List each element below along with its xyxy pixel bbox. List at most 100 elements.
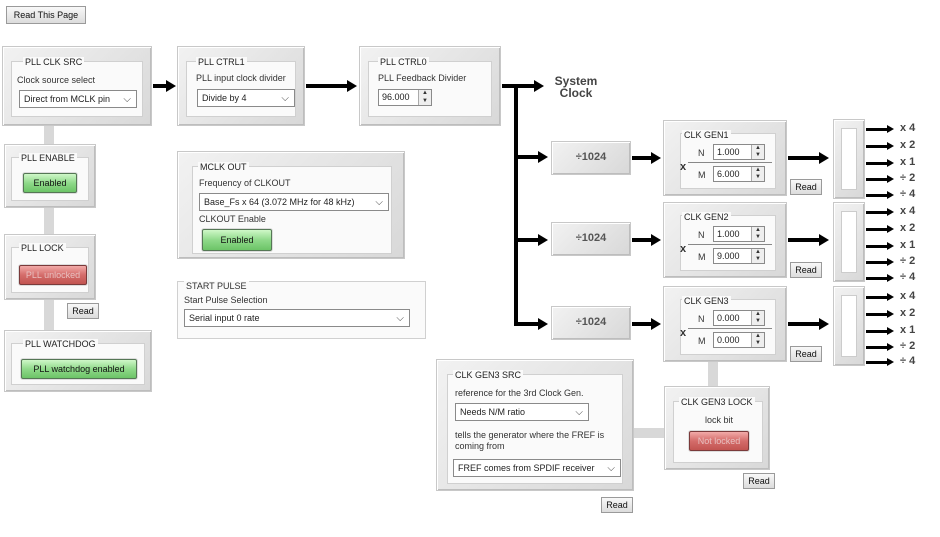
clk-gen1-panel: CLK GEN1 x N 1.000 ▲▼ M 6.000 ▲▼: [663, 120, 787, 196]
clk-gen3-m-stepper[interactable]: 0.000 ▲▼: [713, 332, 765, 348]
m-label: M: [698, 252, 706, 262]
connector: [44, 300, 54, 330]
output-div2: ÷ 2: [900, 340, 916, 352]
clkout-enable-indicator[interactable]: Enabled: [202, 229, 272, 251]
start-pulse-value: Serial input 0 rate: [189, 313, 260, 323]
chevron-down-icon: ⌵: [607, 463, 615, 474]
divider-label: ÷1024: [575, 316, 607, 328]
fref-source-select[interactable]: FREF comes from SPDIF receiver ⌵: [453, 459, 621, 477]
clock-source-label: Clock source select: [17, 75, 96, 85]
m-value: 6.000: [717, 169, 740, 179]
output-block-2: [833, 202, 865, 282]
arrow-right-icon: [866, 358, 894, 366]
divider-label: ÷1024: [575, 151, 607, 163]
output-x1: x 1: [900, 239, 916, 251]
clkout-frequency-label: Frequency of CLKOUT: [199, 178, 291, 188]
m-value: 0.000: [717, 335, 740, 345]
divider-1024-1: ÷1024: [551, 141, 631, 175]
pll-lock-indicator: PLL unlocked: [19, 265, 87, 285]
pll-feedback-divider-label: PLL Feedback Divider: [378, 73, 467, 83]
output-x4: x 4: [900, 290, 916, 302]
fraction-line: [688, 244, 772, 245]
start-pulse-title: START PULSE: [184, 281, 249, 291]
spin-up-icon[interactable]: ▲: [755, 167, 761, 173]
system-clock-label: System Clock: [552, 75, 600, 99]
clkout-frequency-select[interactable]: Base_Fs x 64 (3.072 MHz for 48 kHz)⌵: [199, 193, 389, 211]
spin-down-icon[interactable]: ▼: [422, 97, 428, 104]
output-div2: ÷ 2: [900, 255, 916, 267]
spin-down-icon[interactable]: ▼: [755, 256, 761, 262]
m-label: M: [698, 170, 706, 180]
clk-gen1-n-stepper[interactable]: 1.000 ▲▼: [713, 144, 765, 160]
arrow-right-icon: [866, 159, 894, 167]
arrow-right-icon: [866, 293, 894, 301]
arrow-right-icon: [866, 242, 894, 250]
spin-up-icon[interactable]: ▲: [422, 90, 428, 96]
clk-gen3-lock-indicator: Not locked: [689, 431, 749, 451]
output-x2: x 2: [900, 222, 916, 234]
arrow-right-icon: [538, 234, 548, 246]
n-value: 0.000: [717, 313, 740, 323]
arrow-right-icon: [166, 80, 176, 92]
fref-source-value: FREF comes from SPDIF receiver: [458, 463, 595, 473]
clock-source-select[interactable]: Direct from MCLK pin ⌵: [19, 90, 137, 108]
lock-bit-label: lock bit: [705, 415, 734, 425]
system-clock-line2: Clock: [559, 86, 593, 100]
chevron-down-icon: ⌵: [123, 94, 131, 105]
n-label: N: [698, 230, 705, 240]
pll-lock-panel: PLL LOCK PLL unlocked: [4, 234, 96, 300]
pll-lock-title: PLL LOCK: [19, 243, 66, 253]
clk-gen1-read-button[interactable]: Read: [790, 179, 822, 195]
clk-gen1-title: CLK GEN1: [682, 130, 731, 140]
gen3-reference-value: Needs N/M ratio: [460, 407, 526, 417]
arrow-line: [306, 84, 348, 88]
clk-gen3-lock-read-button[interactable]: Read: [743, 473, 775, 489]
clk-gen2-m-stepper[interactable]: 9.000 ▲▼: [713, 248, 765, 264]
output-x1: x 1: [900, 324, 916, 336]
arrow-line: [788, 322, 820, 326]
pll-watchdog-title: PLL WATCHDOG: [23, 339, 98, 349]
clk-gen2-read-button[interactable]: Read: [790, 262, 822, 278]
arrow-line: [502, 84, 536, 88]
pll-lock-read-button[interactable]: Read: [67, 303, 99, 319]
clk-gen3-read-button[interactable]: Read: [790, 346, 822, 362]
clk-gen3-src-read-button[interactable]: Read: [601, 497, 633, 513]
clk-gen3-n-stepper[interactable]: 0.000 ▲▼: [713, 310, 765, 326]
arrow-right-icon: [819, 318, 829, 330]
read-this-page-button[interactable]: Read This Page: [6, 6, 86, 24]
clock-bus-line: [514, 84, 518, 326]
n-value: 1.000: [717, 229, 740, 239]
spin-up-icon[interactable]: ▲: [755, 333, 761, 339]
clk-gen2-panel: CLK GEN2 x N 1.000 ▲▼ M 9.000 ▲▼: [663, 202, 787, 278]
spin-up-icon[interactable]: ▲: [755, 249, 761, 255]
output-x1: x 1: [900, 156, 916, 168]
arrow-right-icon: [866, 225, 894, 233]
spin-down-icon[interactable]: ▼: [755, 174, 761, 180]
pll-ctrl1-panel: PLL CTRL1 PLL input clock divider Divide…: [177, 46, 305, 126]
arrow-right-icon: [651, 234, 661, 246]
spin-down-icon[interactable]: ▼: [755, 152, 761, 158]
spin-up-icon[interactable]: ▲: [755, 145, 761, 151]
arrow-right-icon: [866, 343, 894, 351]
pll-watchdog-panel: PLL WATCHDOG PLL watchdog enabled: [4, 330, 152, 392]
pll-input-divider-select[interactable]: Divide by 4⌵: [197, 89, 295, 107]
spin-down-icon[interactable]: ▼: [755, 340, 761, 346]
pll-enable-indicator[interactable]: Enabled: [23, 173, 77, 193]
clk-gen1-m-stepper[interactable]: 6.000 ▲▼: [713, 166, 765, 182]
multiply-icon: x: [680, 327, 687, 339]
spin-up-icon[interactable]: ▲: [755, 311, 761, 317]
arrow-line: [788, 238, 820, 242]
pll-feedback-divider-stepper[interactable]: 96.000 ▲▼: [378, 89, 432, 106]
spin-down-icon[interactable]: ▼: [755, 318, 761, 324]
spin-up-icon[interactable]: ▲: [755, 227, 761, 233]
spin-down-icon[interactable]: ▼: [755, 234, 761, 240]
pll-watchdog-indicator[interactable]: PLL watchdog enabled: [21, 359, 137, 379]
divider-1024-3: ÷1024: [551, 306, 631, 340]
start-pulse-select[interactable]: Serial input 0 rate⌵: [184, 309, 410, 327]
clk-gen3-title: CLK GEN3: [682, 296, 731, 306]
clk-gen2-n-stepper[interactable]: 1.000 ▲▼: [713, 226, 765, 242]
gen3-reference-select[interactable]: Needs N/M ratio⌵: [455, 403, 589, 421]
clock-source-value: Direct from MCLK pin: [24, 94, 111, 104]
arrow-right-icon: [651, 318, 661, 330]
arrow-right-icon: [538, 151, 548, 163]
